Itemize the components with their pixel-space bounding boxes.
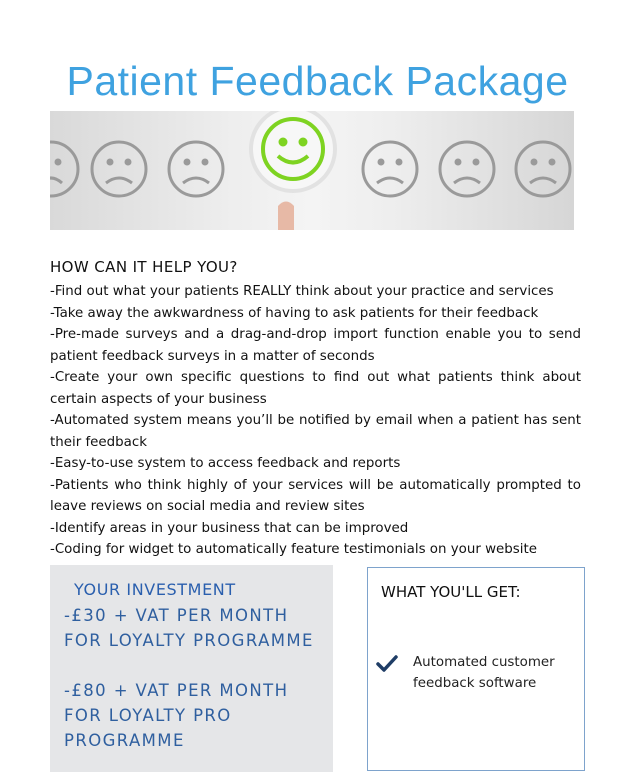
list-item: -Pre-made surveys and a drag-and-drop im… [50, 327, 581, 364]
smiley-face-icon [261, 117, 325, 181]
list-item: -Coding for widget to automatically feat… [50, 542, 537, 557]
list-item: -Patients who think highly of your servi… [50, 477, 581, 515]
price-loyalty: -£30 + VAT PER MONTH FOR LOYALTY PROGRAM… [64, 603, 314, 653]
price-line: -£80 + VAT PER MONTH [64, 681, 289, 700]
list-item: -Find out what your patients REALLY thin… [50, 284, 554, 299]
what-you-get-title: WHAT YOU'LL GET: [381, 583, 521, 601]
what-you-get-box: WHAT YOU'LL GET: Automated customer feed… [367, 567, 585, 771]
price-loyalty-pro: -£80 + VAT PER MONTH FOR LOYALTY PRO PRO… [64, 678, 288, 753]
feature-line: Automated customer [413, 655, 555, 670]
price-line: PROGRAMME [64, 731, 185, 750]
sad-face-icon [167, 140, 225, 198]
sad-face-icon [361, 140, 419, 198]
benefits-list: -Find out what your patients REALLY thin… [50, 281, 581, 561]
list-item: -Automated system means you’ll be notifi… [50, 413, 581, 450]
hero-image [50, 111, 574, 230]
section-heading: HOW CAN IT HELP YOU? [50, 258, 238, 276]
sad-face-icon [90, 140, 148, 198]
list-item: -Create your own specific questions to f… [50, 370, 581, 407]
sad-face-icon [514, 140, 572, 198]
feature-item: Automated customer feedback software [413, 652, 555, 694]
investment-box: YOUR INVESTMENT -£30 + VAT PER MONTH FOR… [50, 565, 333, 772]
fingertip-shape [278, 201, 294, 230]
feature-line: feedback software [413, 676, 537, 691]
investment-title: YOUR INVESTMENT [74, 580, 236, 599]
list-item: -Take away the awkwardness of having to … [50, 305, 539, 321]
price-line: FOR LOYALTY PRO [64, 706, 232, 725]
page-title: Patient Feedback Package [66, 58, 569, 104]
list-item: -Easy-to-use system to access feedback a… [50, 456, 401, 471]
list-item: -Identify areas in your business that ca… [50, 520, 409, 536]
checkmark-icon [376, 655, 398, 672]
sad-face-icon [438, 140, 496, 198]
sad-face-icon [50, 140, 80, 198]
price-line: -£30 + VAT PER MONTH [64, 606, 289, 625]
price-line: FOR LOYALTY PROGRAMME [64, 631, 314, 650]
